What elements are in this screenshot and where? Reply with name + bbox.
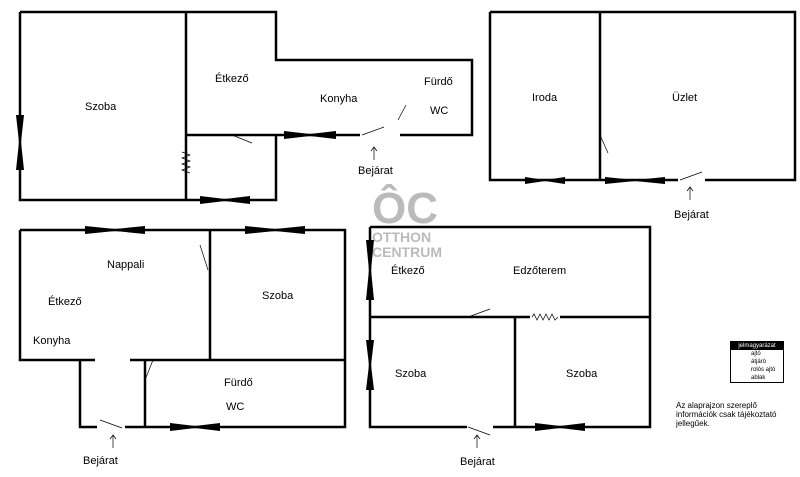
door-icon bbox=[99, 244, 209, 429]
room-label: Fürdő bbox=[224, 377, 253, 389]
watermark-logo: ÔC OTTHON CENTRUM bbox=[372, 184, 442, 260]
room-label: Konyha bbox=[320, 93, 358, 105]
room-label: Iroda bbox=[532, 92, 558, 104]
room-label: Üzlet bbox=[672, 92, 697, 104]
window-icon bbox=[525, 177, 565, 184]
room-label: Konyha bbox=[33, 335, 71, 347]
window-icon bbox=[200, 196, 250, 204]
room-label: Nappali bbox=[107, 259, 144, 271]
legend: jelmagyarázat ajtó átjáró rolós ajtó abl… bbox=[730, 341, 784, 383]
legend-item-passage: átjáró bbox=[751, 359, 767, 365]
entrance-arrow-icon bbox=[109, 434, 117, 448]
entrance-label: Bejárat bbox=[83, 455, 118, 467]
window-icon bbox=[170, 423, 220, 431]
window-icon bbox=[16, 115, 24, 170]
room-label: Szoba bbox=[85, 101, 117, 113]
legend-title: jelmagyarázat bbox=[731, 342, 783, 350]
entrance-label: Bejárat bbox=[358, 165, 393, 177]
legend-item-door: ajtó bbox=[751, 351, 761, 357]
room-label: Fürdő bbox=[424, 76, 453, 88]
room-label: Edzőterem bbox=[513, 265, 566, 277]
room-label: WC bbox=[430, 105, 448, 117]
entrance-arrow-icon bbox=[473, 434, 481, 448]
window-icon bbox=[366, 240, 374, 300]
room-label: Étkező bbox=[391, 264, 425, 277]
entrance-arrow-icon bbox=[370, 146, 378, 160]
room-label: Étkező bbox=[48, 295, 82, 308]
room-label: WC bbox=[226, 401, 244, 413]
roller-door-icon bbox=[531, 313, 559, 321]
disclaimer-note: Az alaprajzon szereplő információk csak … bbox=[676, 401, 777, 428]
room-label: Szoba bbox=[395, 368, 427, 380]
window-icon bbox=[85, 226, 145, 234]
door-icon bbox=[467, 308, 491, 436]
room-label: Szoba bbox=[566, 368, 598, 380]
floor-plan-2: Iroda Üzlet Bejárat bbox=[488, 10, 797, 221]
window-icon bbox=[535, 423, 585, 431]
window-icon bbox=[366, 340, 374, 390]
roller-door-icon bbox=[181, 150, 191, 178]
floor-plan-4: Étkező Edzőterem Szoba Szoba Bejárat bbox=[366, 225, 652, 468]
entrance-arrow-icon bbox=[686, 186, 694, 200]
room-label: Szoba bbox=[262, 290, 294, 302]
floor-plan-1: Szoba Étkező Konyha Fürdő WC Bejárat bbox=[16, 10, 474, 204]
legend-item-roller-door: rolós ajtó bbox=[751, 367, 776, 373]
floor-plan-3: Nappali Étkező Konyha Szoba Fürdő WC Bej… bbox=[18, 226, 347, 467]
window-icon bbox=[284, 131, 336, 139]
entrance-label: Bejárat bbox=[674, 209, 709, 221]
window-icon bbox=[605, 177, 665, 184]
legend-item-window: ablak bbox=[751, 375, 766, 381]
room-label: Étkező bbox=[215, 72, 249, 85]
door-icon bbox=[599, 134, 703, 181]
window-icon bbox=[245, 226, 305, 234]
entrance-label: Bejárat bbox=[460, 456, 495, 468]
door-icon bbox=[231, 104, 407, 144]
